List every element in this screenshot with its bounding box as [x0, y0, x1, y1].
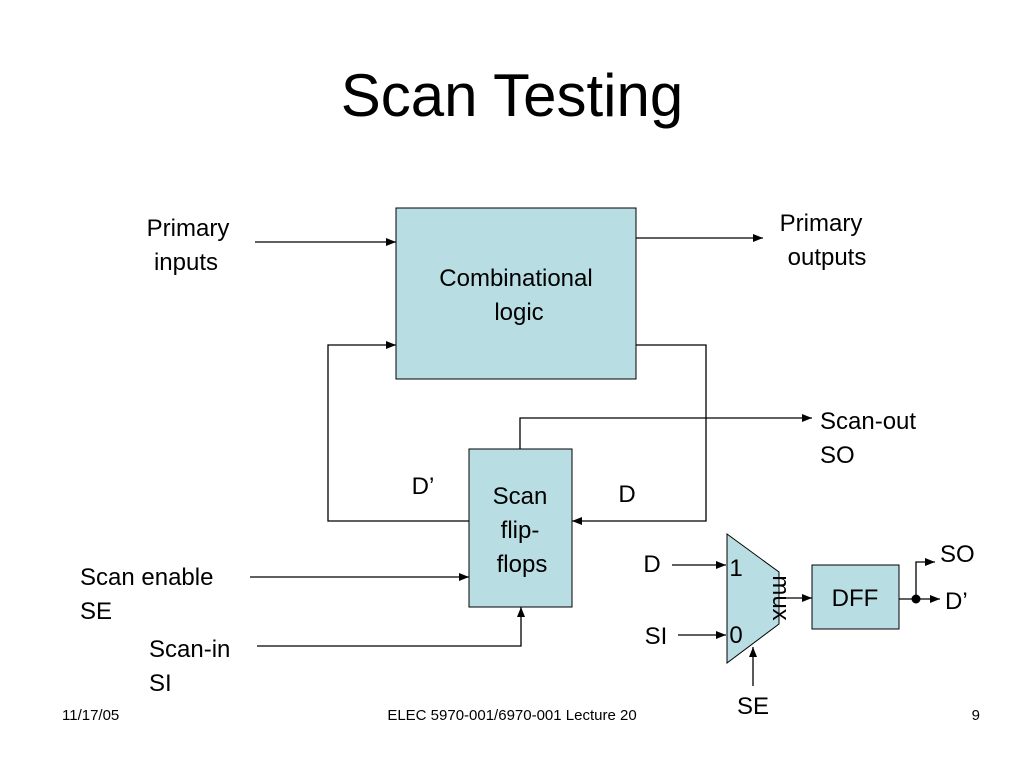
d-signal-label: D [618, 481, 635, 508]
combinational-logic-label-line1: Combinational [439, 265, 592, 292]
scan-out-wire [519, 414, 812, 449]
mux-input-d-label: D [643, 551, 660, 578]
mux-select-se-label: SE [737, 693, 769, 720]
scan-flip-flops-label-line1: Scan [493, 483, 548, 510]
mux-shape [726, 533, 780, 664]
next-state-d-wire [572, 344, 707, 525]
dff-output-so-wire [915, 558, 935, 599]
scan-in-label-line2: SI [149, 670, 172, 697]
mux-input-si-label: SI [645, 623, 668, 650]
scan-flip-flops-label-line3: flops [497, 551, 548, 578]
combinational-logic-label-line2: logic [494, 299, 543, 326]
footer-date: 11/17/05 [62, 707, 120, 724]
combinational-logic-box [395, 207, 637, 380]
mux-input-1-port: 1 [729, 555, 742, 582]
dff-box [811, 564, 900, 630]
footer-course: ELEC 5970-001/6970-001 Lecture 20 [387, 707, 637, 724]
primary-outputs-label-line1: Primary [780, 210, 863, 237]
scan-in-wire [257, 607, 525, 647]
primary-outputs-label-line2: outputs [788, 244, 867, 271]
d-prime-signal-label: D’ [412, 473, 435, 500]
scan-enable-label-line2: SE [80, 598, 112, 625]
scan-flip-flops-box [468, 448, 573, 608]
footer-page-number: 9 [971, 707, 980, 724]
present-state-d-prime-wire [327, 341, 469, 522]
primary-inputs-label-line2: inputs [154, 249, 218, 276]
dff-label: DFF [832, 585, 879, 612]
scan-out-label-line2: SO [820, 442, 855, 469]
dff-output-so-label: SO [940, 541, 975, 568]
scan-in-label-line1: Scan-in [149, 636, 230, 663]
primary-inputs-label-line1: Primary [147, 215, 230, 242]
slide-title: Scan Testing [340, 62, 684, 129]
mux-input-0-port: 0 [729, 622, 742, 649]
scan-out-label-line1: Scan-out [820, 408, 916, 435]
scan-enable-label-line1: Scan enable [80, 564, 213, 591]
dff-output-d-prime-label: D’ [945, 588, 968, 615]
scan-flip-flops-label-line2: flip- [501, 517, 540, 544]
